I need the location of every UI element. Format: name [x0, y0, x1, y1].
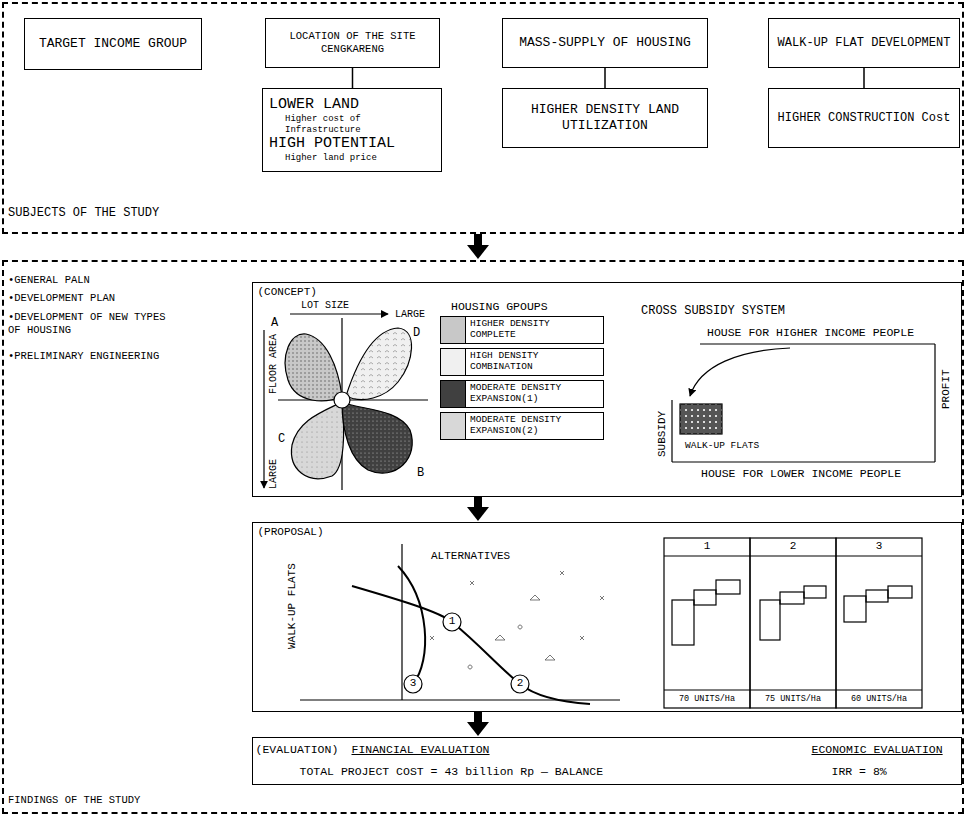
lot-floor-chart — [264, 314, 428, 490]
legend-text: MODERATE DENSITY EXPANSION(1) — [466, 380, 604, 408]
table-cell: 70 UNITS/Ha — [664, 694, 750, 704]
quadrant-letter: D — [412, 326, 421, 340]
axis-label: SUBSIDY — [656, 410, 669, 458]
legend-text: MODERATE DENSITY EXPANSION(2) — [466, 412, 604, 440]
panel-text: SUBJECTS OF THE STUDY — [8, 206, 159, 220]
legend-swatch — [440, 348, 466, 376]
panel-text: TOTAL PROJECT COST = 43 billion Rp — BAL… — [300, 765, 604, 779]
box-text: LOWER LAND — [269, 96, 359, 114]
subject-box: TARGET INCOME GROUP — [24, 18, 202, 70]
table-cell: 60 UNITS/Ha — [836, 694, 922, 704]
detail-box: HIGHER CONSTRUCTION Cost — [768, 88, 960, 148]
legend-swatch — [440, 380, 466, 408]
figure-label: HOUSE FOR LOWER INCOME PEOPLE — [700, 467, 902, 481]
panel-text: •PRELIMINARY ENGINEERING — [8, 350, 159, 363]
box-text: HIGH POTENTIAL — [269, 135, 395, 153]
table-cell: 3 — [836, 540, 922, 553]
figure-label: ALTERNATIVES — [430, 550, 511, 563]
subject-box: MASS-SUPPLY OF HOUSING — [502, 18, 708, 68]
box-text: TARGET INCOME GROUP — [39, 36, 187, 52]
quadrant-letter: B — [416, 466, 425, 480]
callout-number: 2 — [511, 677, 529, 690]
figure-label: WALK-UP FLATS — [684, 440, 760, 451]
table-cell: 75 UNITS/Ha — [750, 694, 836, 704]
figure-title: CROSS SUBSIDY SYSTEM — [640, 304, 786, 318]
concept-panel: (CONCEPT) — [252, 282, 962, 497]
box-text: MASS-SUPPLY OF HOUSING — [519, 35, 691, 51]
axis-label: LOT SIZE — [300, 300, 350, 312]
box-text: Higher land price — [269, 153, 377, 164]
box-text: HIGHER DENSITY LAND UTILIZATION — [509, 102, 701, 133]
axis-label: LARGE — [268, 458, 280, 490]
panel-text: FINANCIAL EVALUATION — [352, 743, 490, 757]
legend-text: HIGH DENSITY COMBINATION — [466, 348, 604, 376]
cross-subsidy-figure — [672, 344, 935, 462]
proposal-panel: (PROPOSAL) — [252, 522, 962, 712]
connector — [474, 712, 482, 722]
legend-swatch — [440, 412, 466, 440]
box-text: WALK-UP FLAT DEVELOPMENT — [778, 36, 951, 50]
panel-text: FINDINGS OF THE STUDY — [8, 794, 140, 807]
panel-text: IRR = 8% — [832, 765, 887, 779]
evaluation-panel: (EVALUATION) FINANCIAL EVALUATION TOTAL PR… — [252, 737, 962, 785]
alternatives-chart — [300, 544, 620, 704]
table-cell: 1 — [664, 540, 750, 553]
box-text: Higher cost of Infrastructure — [269, 114, 435, 136]
connector — [474, 234, 482, 245]
panel-text: (CONCEPT) — [258, 286, 317, 299]
connector — [474, 497, 482, 507]
legend-row: MODERATE DENSITY EXPANSION(2) — [440, 412, 604, 440]
subject-box: WALK-UP FLAT DEVELOPMENT — [768, 18, 960, 68]
axis-label: PROFIT — [940, 368, 953, 410]
density-table — [664, 538, 922, 708]
axis-label: WALK-UP FLATS — [286, 562, 299, 650]
axis-label: FLOOR AREA — [268, 333, 280, 395]
panel-text: ECONOMIC EVALUATION — [812, 743, 943, 757]
legend-row: HIGH DENSITY COMBINATION — [440, 348, 604, 376]
panel-text: •DEVELOPMENT PLAN — [8, 292, 115, 305]
legend-text: HIGHER DENSITY COMPLETE — [466, 316, 604, 344]
detail-box: HIGHER DENSITY LAND UTILIZATION — [502, 88, 708, 148]
panel-text: (PROPOSAL) — [258, 526, 324, 539]
legend-row: MODERATE DENSITY EXPANSION(1) — [440, 380, 604, 408]
legend-row: HIGHER DENSITY COMPLETE — [440, 316, 604, 344]
panel-text: •GENERAL PALN — [8, 274, 90, 287]
subject-box: LOCATION OF THE SITE CENGKARENG — [265, 18, 440, 68]
panel-text: (EVALUATION) — [256, 743, 339, 757]
box-text: HIGHER CONSTRUCTION Cost — [778, 111, 951, 125]
legend-heading: HOUSING GPOUPS — [450, 300, 549, 314]
panel-text: •DEVELOPMENT OF NEW TYPES OF HOUSING — [8, 311, 178, 336]
legend-swatch — [440, 316, 466, 344]
connector — [352, 68, 354, 88]
figure-label: HOUSE FOR HIGHER INCOME PEOPLE — [706, 326, 915, 340]
callout-number: 3 — [404, 677, 422, 690]
box-text: LOCATION OF THE SITE CENGKARENG — [272, 30, 433, 55]
quadrant-letter: A — [270, 316, 279, 330]
table-cell: 2 — [750, 540, 836, 553]
connector — [604, 68, 606, 88]
axis-label: LARGE — [394, 309, 426, 321]
quadrant-letter: C — [277, 432, 286, 446]
connector — [863, 68, 865, 88]
study-region: SUBJECTS OF THE STUDY TARGET INCOME GROUP… — [2, 2, 964, 234]
detail-box: LOWER LANDHigher cost of InfrastructureH… — [262, 88, 442, 172]
callout-number: 1 — [443, 615, 461, 628]
